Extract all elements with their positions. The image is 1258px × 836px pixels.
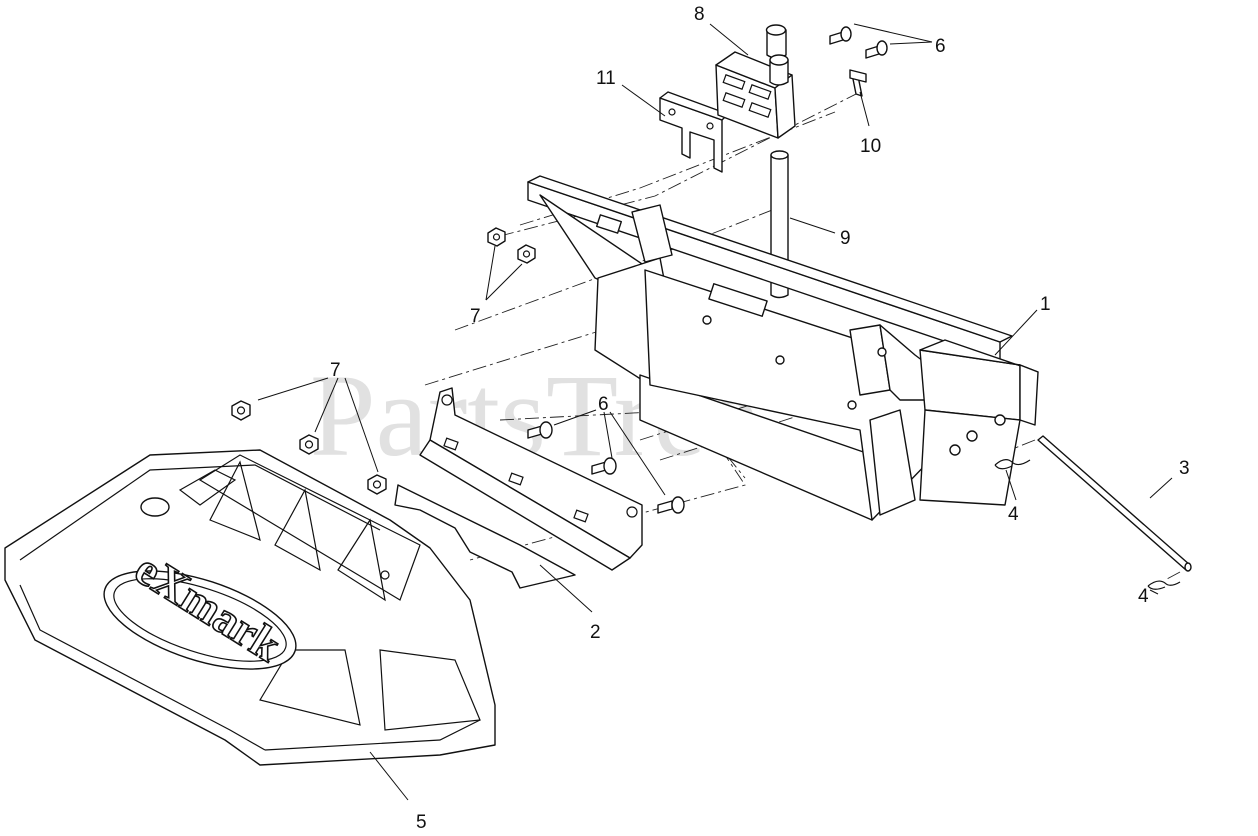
part-10-bolt	[849, 69, 867, 97]
callout-7-upper: 7	[470, 306, 481, 327]
callout-6-mid: 6	[598, 394, 609, 415]
callout-5: 5	[416, 812, 427, 833]
callout-1: 1	[1040, 294, 1051, 315]
callout-10: 10	[860, 136, 881, 157]
callout-4-lower: 4	[1138, 586, 1149, 607]
part-4-clips	[994, 459, 1181, 590]
callout-4-upper: 4	[1008, 504, 1019, 525]
part-6-bolts-top	[829, 26, 888, 59]
callout-11: 11	[596, 68, 616, 89]
callout-2: 2	[590, 622, 601, 643]
part-5-cover: eXmark	[4, 449, 496, 766]
callout-6-top: 6	[935, 36, 946, 57]
part-8-pivot-block	[715, 24, 796, 139]
callout-labels: 8 6 11 10 9 7 1 7 6 3 4 4 2 5	[330, 4, 1190, 833]
callout-9: 9	[840, 228, 851, 249]
part-1-frame	[527, 175, 1039, 521]
callout-8: 8	[694, 4, 705, 25]
part-6-bolts-mid	[527, 421, 685, 514]
callout-7-lower: 7	[330, 360, 341, 381]
part-7-nuts-upper	[487, 227, 536, 264]
part-7-nuts-lower	[231, 400, 387, 495]
callout-3: 3	[1179, 458, 1190, 479]
leader-lines	[257, 23, 1173, 801]
part-3-rod	[1037, 435, 1192, 572]
part-2-mount-bracket	[394, 387, 643, 589]
